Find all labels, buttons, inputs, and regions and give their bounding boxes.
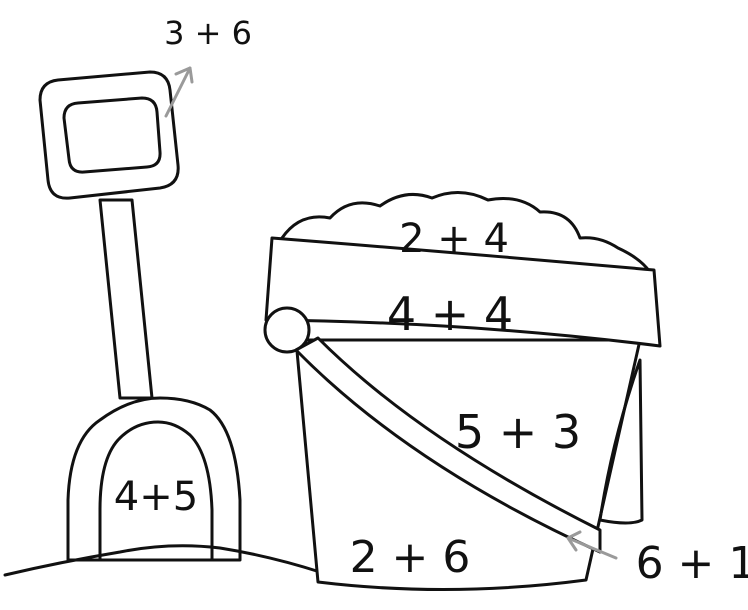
handle-pivot — [263, 306, 311, 354]
label-sand-top: 2 + 4 — [399, 216, 509, 262]
label-bucket-handle: 6 + 1 — [636, 538, 748, 589]
label-shovel-blade: 4+5 — [114, 474, 198, 520]
shovel — [38, 70, 242, 562]
shovel-shaft — [98, 198, 154, 400]
arrow-to-shovel-handle — [164, 66, 194, 118]
bucket-body-side — [598, 358, 644, 525]
sand-mound — [3, 544, 322, 577]
label-bucket-rim: 4 + 4 — [387, 287, 513, 341]
shovel-blade-inner — [98, 420, 214, 562]
bucket-rim — [264, 236, 662, 348]
shovel-grip-hole — [62, 96, 162, 174]
label-shovel-handle: 3 + 6 — [164, 14, 252, 52]
label-bucket-upper: 5 + 3 — [455, 405, 581, 459]
arrow-to-bucket-handle — [566, 530, 618, 560]
bucket — [263, 191, 662, 592]
label-bucket-lower: 2 + 6 — [350, 532, 471, 583]
bucket-handle — [294, 336, 602, 554]
